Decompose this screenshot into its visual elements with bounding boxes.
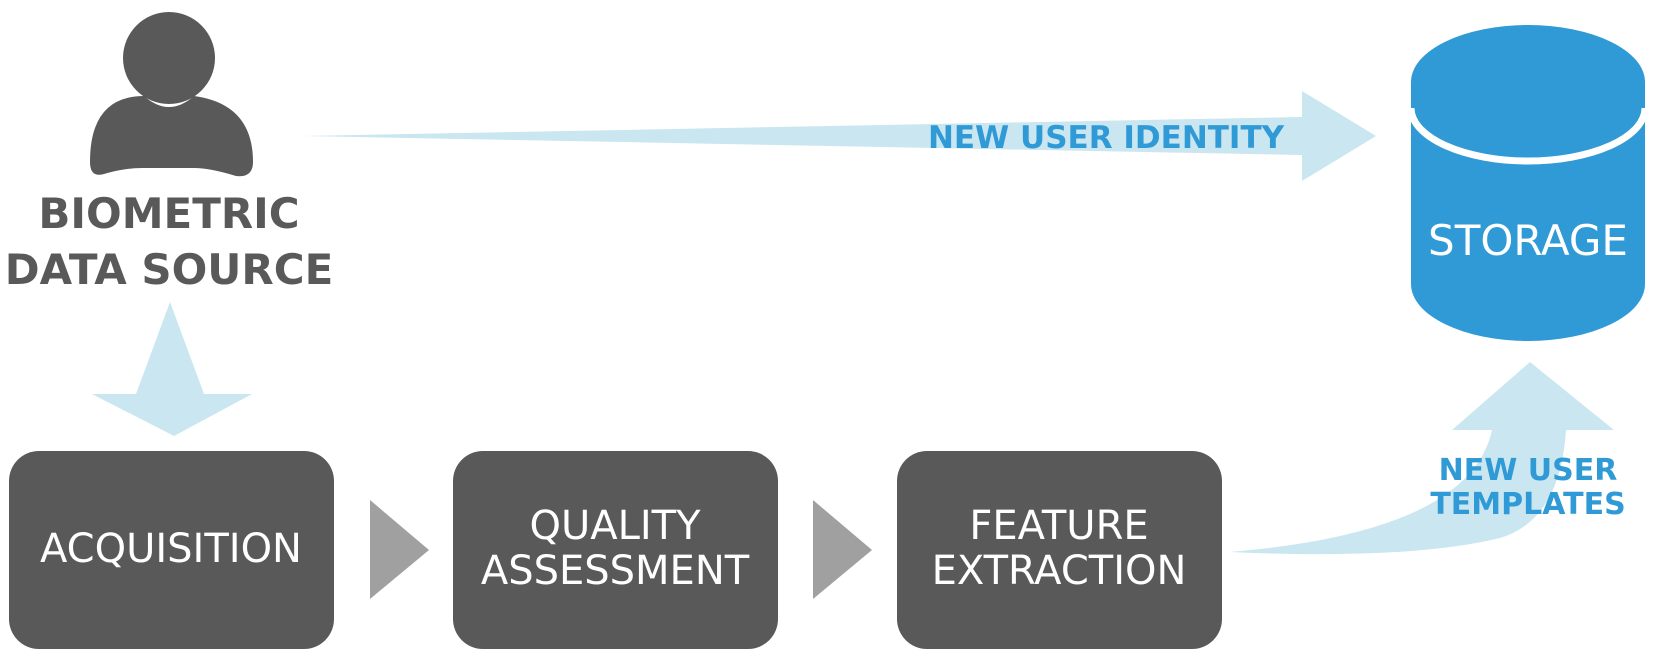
database-icon bbox=[1407, 25, 1649, 341]
source-label-line1: BIOMETRIC bbox=[38, 189, 299, 238]
step-acquisition-label: ACQUISITION bbox=[40, 526, 302, 572]
step-arrow-2 bbox=[813, 500, 872, 599]
step-acquisition: ACQUISITION bbox=[9, 451, 334, 649]
user-icon bbox=[90, 12, 253, 177]
step-arrow-1 bbox=[370, 500, 429, 599]
step-quality-label-line2: ASSESSMENT bbox=[481, 548, 750, 594]
storage-label: STORAGE bbox=[1428, 216, 1628, 265]
new-user-identity-label: NEW USER IDENTITY bbox=[928, 120, 1285, 156]
step-feature-extraction: FEATURE EXTRACTION bbox=[897, 451, 1222, 649]
step-quality-assessment: QUALITY ASSESSMENT bbox=[453, 451, 778, 649]
new-user-templates-label-line1: NEW USER bbox=[1439, 453, 1618, 488]
new-user-templates-label-line2: TEMPLATES bbox=[1430, 487, 1625, 522]
down-flow-arrow bbox=[92, 302, 252, 436]
step-quality-label-line1: QUALITY bbox=[529, 503, 701, 549]
source-label-line2: DATA SOURCE bbox=[5, 245, 334, 294]
new-user-identity-arrow bbox=[305, 91, 1376, 181]
step-feature-label-line2: EXTRACTION bbox=[932, 548, 1187, 594]
step-feature-label-line1: FEATURE bbox=[969, 503, 1148, 549]
new-user-templates-arrow bbox=[1230, 362, 1614, 555]
